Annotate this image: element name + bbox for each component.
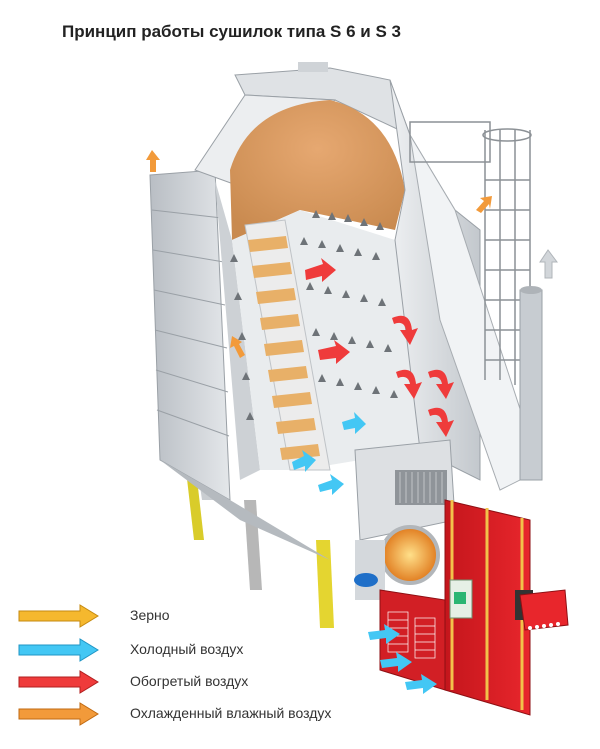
legend-item-heated-air: Обогретый воздух xyxy=(18,670,418,694)
moist-air-arrows xyxy=(146,150,492,358)
legend-item-grain: Зерно xyxy=(18,604,418,628)
air-duct-triangles xyxy=(230,210,398,420)
dryer-left-body xyxy=(149,169,330,560)
furnace-section xyxy=(354,439,456,600)
cold-air-arrow-icon xyxy=(18,638,99,662)
grain-arrow-icon xyxy=(18,604,99,628)
heated-air-arrow-icon xyxy=(18,670,99,694)
moist-air-arrow-icon xyxy=(18,702,99,726)
legend-item-cold-air: Холодный воздух xyxy=(18,638,418,662)
legend-label: Охлажденный влажный воздух xyxy=(130,705,332,721)
legend-label: Холодный воздух xyxy=(130,641,244,657)
page-title: Принцип работы сушилок типа S 6 и S 3 xyxy=(62,22,401,41)
grain-duct xyxy=(244,219,331,471)
moist-air-arrow-grey xyxy=(539,249,558,279)
legend-label: Обогретый воздух xyxy=(130,673,249,689)
legend-item-moist-air: Охлажденный влажный воздух xyxy=(18,702,418,726)
legend-label: Зерно xyxy=(130,607,170,623)
heated-air-arrows xyxy=(305,258,454,437)
exhaust-pipe xyxy=(519,286,543,481)
cold-air-arrows xyxy=(292,412,437,694)
